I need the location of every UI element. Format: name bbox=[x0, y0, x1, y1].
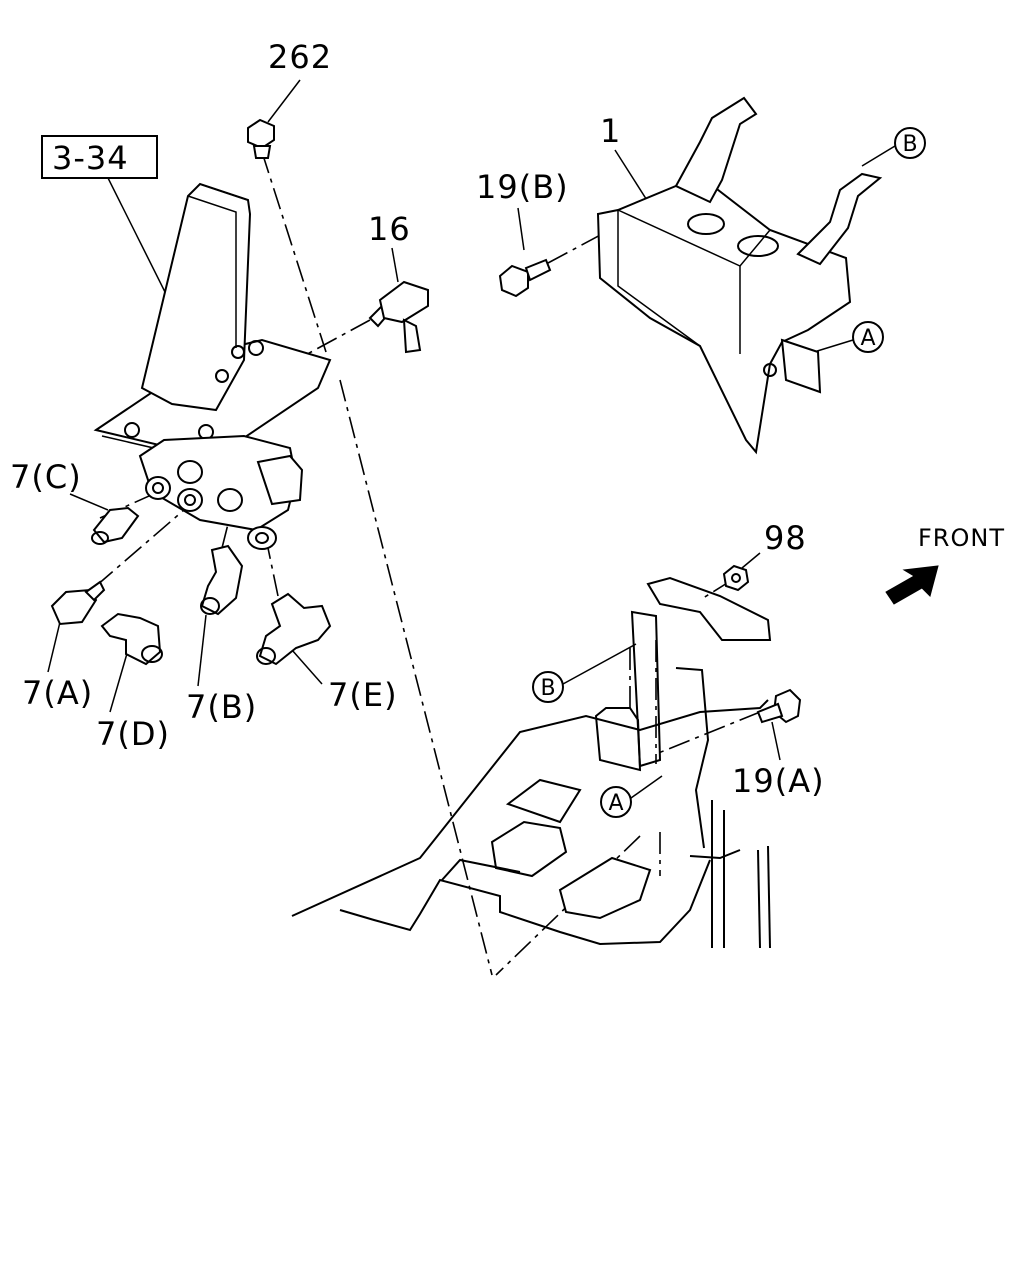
alignment-lines bbox=[95, 151, 761, 976]
switch-16 bbox=[368, 280, 429, 354]
bracket-1 bbox=[596, 96, 883, 455]
fitting-7d bbox=[100, 612, 163, 666]
bolt-262 bbox=[247, 118, 275, 159]
part-label-19a: 19(A) bbox=[732, 762, 825, 800]
reference-box bbox=[41, 135, 158, 179]
pedal-valve-assembly bbox=[93, 182, 332, 550]
leader-lines bbox=[47, 79, 896, 799]
part-label-98: 98 bbox=[764, 519, 807, 557]
fitting-7e bbox=[256, 592, 332, 666]
front-arrow-icon bbox=[885, 565, 939, 605]
reference-label-3-34: 3-34 bbox=[52, 139, 129, 177]
part-label-19b: 19(B) bbox=[476, 168, 569, 206]
floor-frame bbox=[291, 576, 772, 949]
bolt-19a bbox=[756, 688, 802, 724]
part-label-7a: 7(A) bbox=[22, 674, 93, 712]
nut-98 bbox=[722, 564, 750, 592]
part-label-16: 16 bbox=[368, 210, 411, 248]
part-label-7e: 7(E) bbox=[328, 676, 398, 714]
part-label-262: 262 bbox=[268, 38, 332, 76]
svg-text:A: A bbox=[860, 326, 875, 351]
marker-b-top: B bbox=[894, 127, 926, 159]
marker-b-bottom: B bbox=[532, 671, 564, 703]
svg-text:B: B bbox=[902, 132, 917, 157]
front-label: FRONT bbox=[918, 524, 1005, 552]
part-label-1: 1 bbox=[600, 112, 621, 150]
part-label-7b: 7(B) bbox=[186, 688, 257, 726]
part-label-7d: 7(D) bbox=[96, 715, 170, 753]
bolt-19b bbox=[498, 258, 552, 298]
fitting-7a bbox=[50, 580, 106, 626]
svg-text:B: B bbox=[540, 676, 555, 701]
part-label-7c: 7(C) bbox=[10, 458, 82, 496]
marker-a-bottom: A bbox=[600, 786, 632, 818]
svg-text:A: A bbox=[608, 791, 623, 816]
marker-a-top: A bbox=[852, 321, 884, 353]
fitting-7c bbox=[91, 506, 140, 545]
fitting-7b bbox=[200, 544, 244, 616]
